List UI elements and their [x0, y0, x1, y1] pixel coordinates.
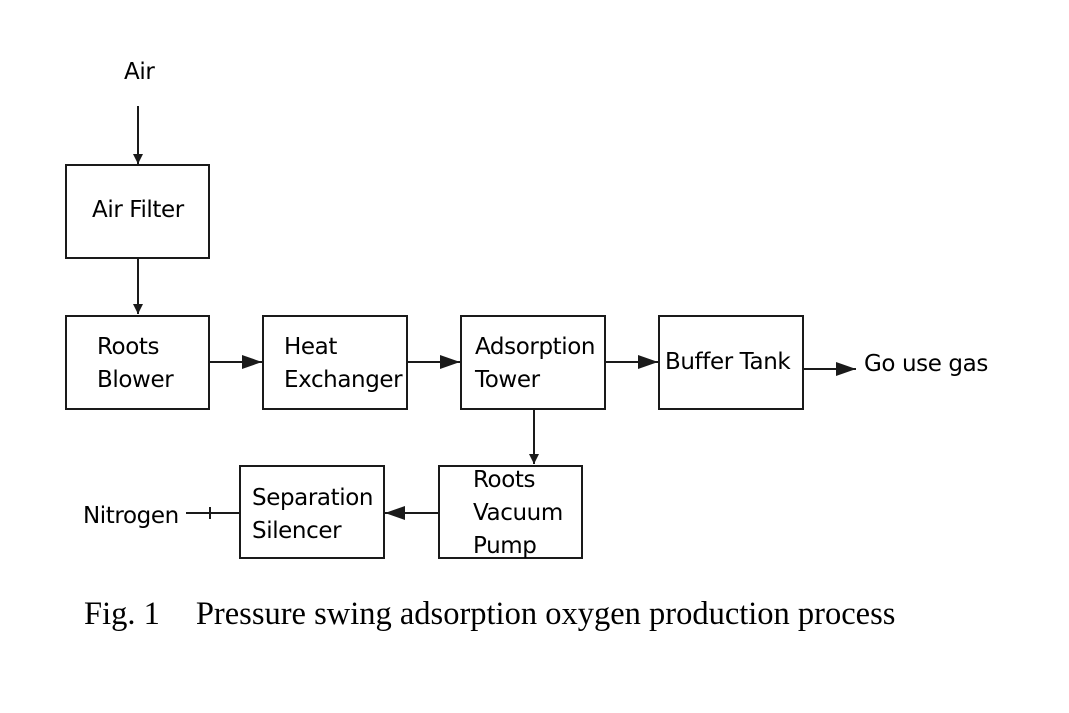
figure-caption: Fig. 1 Pressure swing adsorption oxygen p…	[84, 592, 895, 636]
nitrogen-label: Nitrogen	[83, 503, 179, 529]
figure-number: Fig. 1	[84, 596, 160, 632]
air-filter-label: Air Filter	[92, 197, 184, 223]
heat-exchanger-box	[262, 315, 408, 410]
air-filter-box	[65, 164, 210, 259]
figure-caption-text: Pressure swing adsorption oxygen product…	[195, 596, 896, 632]
adsorption-tower-label: Adsorption Tower	[475, 334, 596, 393]
heat-exchanger-label: Heat Exchanger	[284, 334, 403, 393]
air-input-label: Air	[124, 59, 155, 85]
buffer-tank-box	[658, 315, 804, 410]
buffer-tank-label: Buffer Tank	[665, 349, 791, 375]
adsorption-tower-box	[460, 315, 606, 410]
roots-vacuum-pump-box	[438, 465, 583, 559]
roots-vacuum-pump-label: Roots Vacuum Pump	[473, 467, 563, 559]
roots-blower-label: Roots Blower	[97, 334, 174, 393]
go-use-gas-label: Go use gas	[864, 351, 988, 377]
roots-blower-box	[65, 315, 210, 410]
separation-silencer-label: Separation Silencer	[252, 485, 374, 544]
separation-silencer-box	[239, 465, 385, 559]
